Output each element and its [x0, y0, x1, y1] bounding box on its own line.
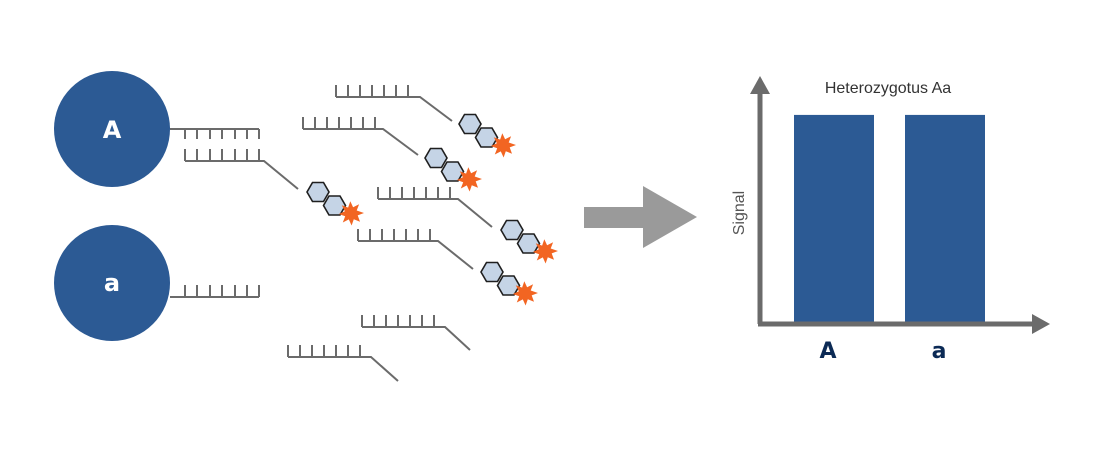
y-axis-arrow-icon — [750, 76, 770, 94]
x-tick-label: A — [819, 339, 836, 364]
free-probe-3 — [377, 187, 493, 228]
bead-allele-A: A — [54, 71, 170, 187]
free-probe-4 — [357, 229, 474, 270]
bead-label-a: a — [104, 269, 120, 297]
bar-allele-a — [905, 114, 985, 324]
hybridized-probe-A — [184, 149, 299, 190]
fluorescent-dye-icon — [306, 181, 365, 227]
arrow-right-icon — [584, 186, 697, 248]
bead-allele-a: a — [54, 225, 170, 341]
capture-probe-A — [170, 128, 260, 139]
capture-probe-a — [170, 285, 260, 298]
bead-circle — [54, 225, 170, 341]
fluorescent-dye-icon — [424, 147, 483, 193]
x-axis-arrow-icon — [1032, 314, 1050, 334]
unlabeled-probe-2 — [287, 345, 399, 382]
fluorescent-dye-icon — [480, 261, 539, 307]
free-probe-1 — [335, 85, 453, 122]
bead-circle — [54, 71, 170, 187]
unlabeled-probe-1 — [361, 315, 471, 351]
bar-allele-A — [794, 114, 874, 324]
y-axis-label: Signal — [731, 191, 748, 235]
chart-axes — [750, 76, 1050, 334]
x-tick-label: a — [932, 339, 947, 364]
chart-title: Heterozygotus Aa — [825, 80, 951, 97]
bead-label-A: A — [103, 116, 122, 144]
free-probe-2 — [302, 117, 419, 156]
fluorescent-dye-icon — [458, 113, 517, 159]
fluorescent-dye-icon — [500, 219, 559, 265]
